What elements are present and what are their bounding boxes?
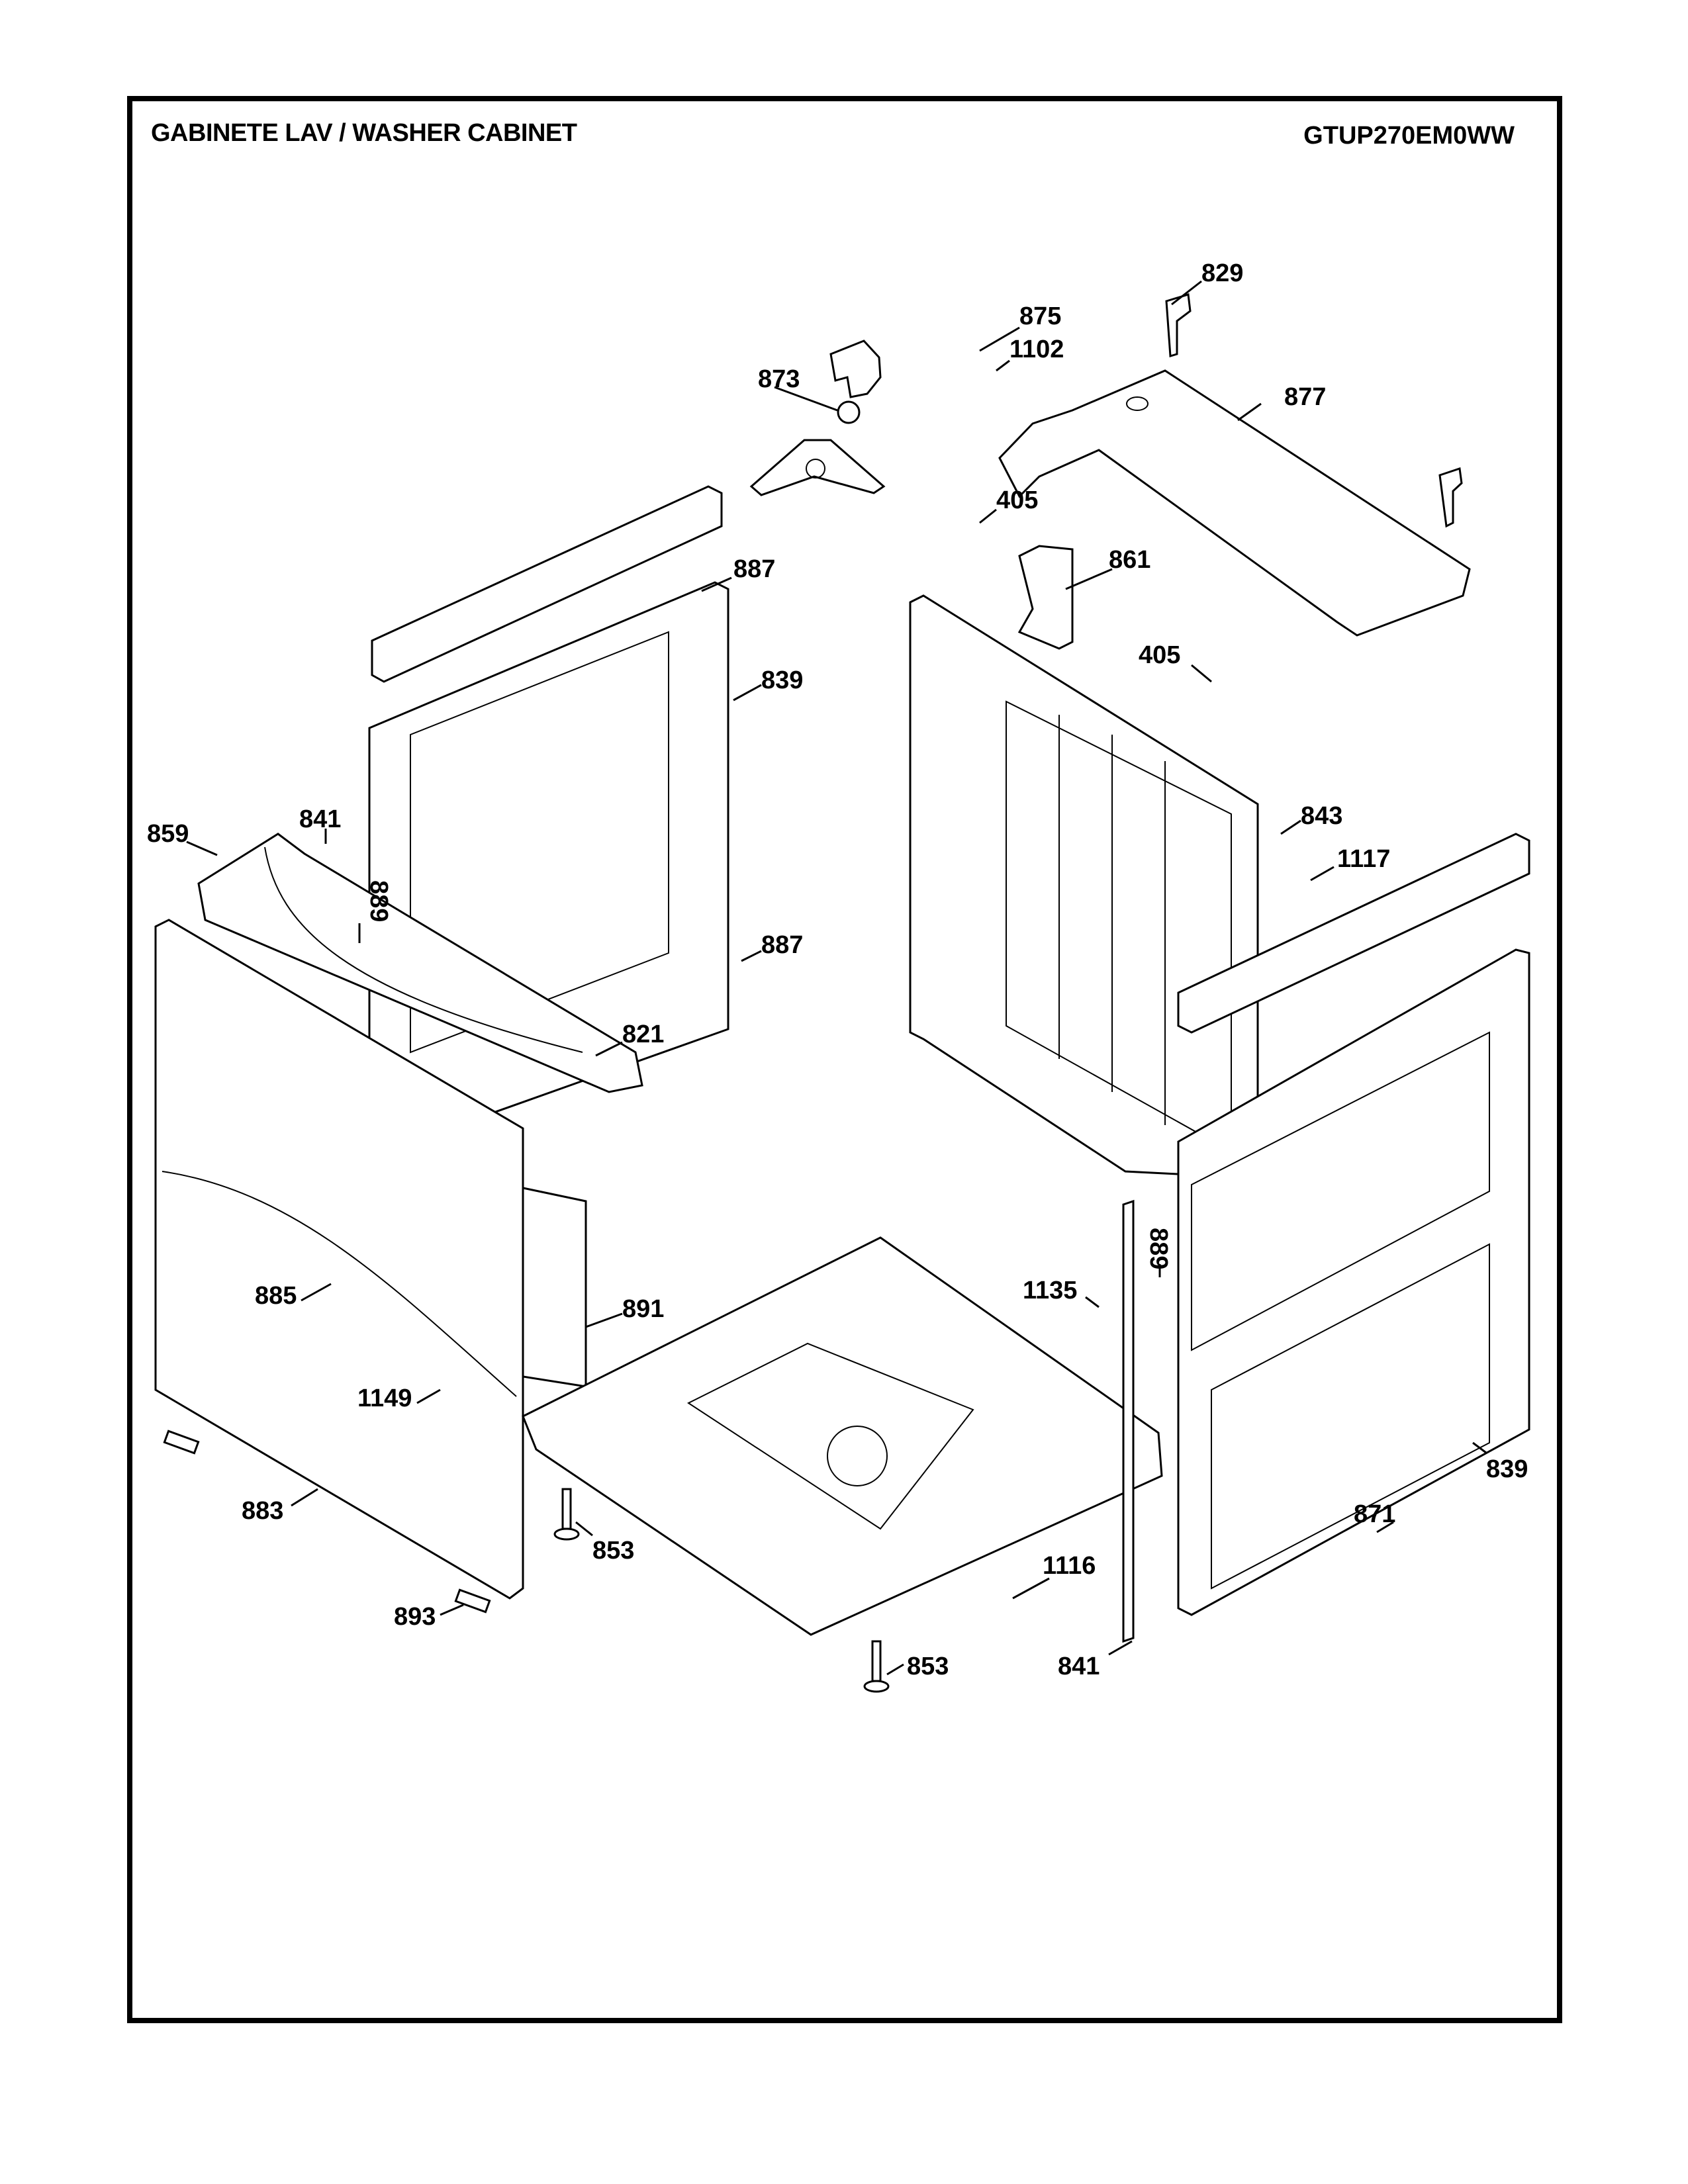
callout-883: 883 [242,1497,283,1525]
part-base [522,1236,1163,1636]
part-corner-plate-top [749,439,886,496]
callout-843: 843 [1301,802,1342,830]
callout-891: 891 [622,1295,664,1323]
diagram-frame [127,96,1562,2023]
callout-887-top: 887 [733,555,775,583]
part-top-rail-left [371,485,723,683]
part-853-foot-b [863,1640,890,1693]
callout-877: 877 [1284,383,1326,411]
callout-873: 873 [758,365,800,393]
callout-1116: 1116 [1043,1552,1096,1580]
part-891-insulation [522,1187,587,1388]
part-829-bracket [1165,293,1192,357]
callout-841-left: 841 [299,805,341,833]
callout-889-left: 889 [365,880,393,922]
callout-853-left: 853 [592,1537,634,1565]
callout-405-right: 405 [1139,641,1180,669]
part-875-cover [829,340,882,398]
callout-875: 875 [1019,302,1061,330]
part-877-top-panel [998,369,1471,637]
part-843-rear-panel [909,594,1259,1179]
callout-871: 871 [1354,1500,1395,1528]
part-893-clip-a [163,1430,200,1455]
part-893-clip-b [454,1588,491,1614]
callout-885: 885 [255,1282,297,1310]
model-number: GTUP270EM0WW [1303,122,1515,150]
callout-841-right: 841 [1058,1653,1100,1680]
diagram-title: GABINETE LAV / WASHER CABINET [151,119,577,147]
callout-839-right: 839 [1486,1455,1528,1483]
callout-1135: 1135 [1023,1277,1077,1304]
callout-839-left: 839 [761,666,803,694]
callout-859: 859 [147,820,189,848]
callout-889-right: 889 [1145,1228,1172,1269]
callout-853-right: 853 [907,1653,949,1680]
callout-861: 861 [1109,546,1150,574]
part-861-duct [1017,545,1074,650]
callout-1117: 1117 [1337,845,1390,873]
callout-829: 829 [1201,259,1243,287]
callout-1102: 1102 [1009,336,1064,363]
part-841-strip [1122,1199,1135,1643]
callout-405-top: 405 [996,486,1038,514]
part-front-top-frame [197,833,643,1093]
part-839-right-panel [1177,948,1530,1616]
callout-893: 893 [394,1603,436,1631]
leader-lines [186,280,1487,1676]
callout-887-mid: 887 [761,931,803,959]
part-883-front-panel [154,919,524,1600]
callout-821: 821 [622,1021,664,1048]
part-top-rail-right [1177,833,1530,1034]
part-873-cap [837,400,861,424]
part-829-bracket-right [1438,467,1463,528]
part-853-foot-a [553,1488,580,1541]
callout-1149: 1149 [357,1385,412,1412]
